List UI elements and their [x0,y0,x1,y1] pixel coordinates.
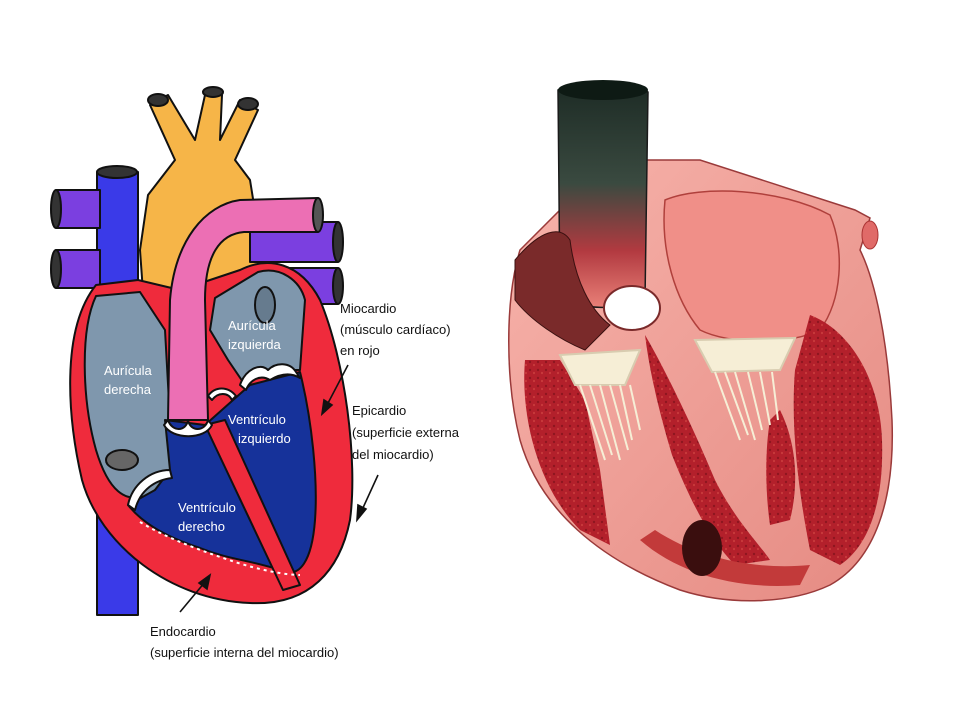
model-valve-right [693,336,797,441]
heart-model-photo [508,80,894,602]
heart-schematic [50,86,354,616]
pulm-vein-opening-1 [50,189,62,229]
arrowhead-epicardio [356,503,368,523]
model-papillary-muscle [766,410,796,525]
label-miocardio: Miocardio (músculo cardíaco) en rojo [340,301,454,358]
coronary-sinus [105,449,139,471]
model-vessel-stub [861,220,879,250]
arrow-epicardio [361,474,379,511]
model-right-ventricle-wall [524,360,610,545]
label-left-ventricle: Ventrículo izquierdo [228,412,291,446]
pulmonary-valve [163,419,213,438]
vena-cava-opening [96,165,138,179]
label-endocardio: Endocardio (superficie interna del mioca… [150,624,339,660]
pulmonary-artery-opening [312,197,324,233]
diagram-labels: Aurícula derecha Aurícula izquierda Vent… [104,301,463,660]
label-epicardio: Epicardio (superficie externa del miocar… [352,403,463,462]
label-right-ventricle: Ventrículo derecho [178,500,239,534]
model-valve-left [558,348,642,461]
model-apex [640,530,810,586]
model-opening [603,285,661,331]
mitral-valve [239,363,301,391]
aorta-opening-3 [237,97,259,111]
arrow-endocardio [179,581,206,613]
arrow-miocardio [326,364,349,406]
arrowhead-miocardio [320,398,334,417]
model-septum [645,335,770,565]
aorta-opening-1 [147,93,169,107]
septum [204,419,301,591]
label-left-atrium: Aurícula izquierda [228,318,282,352]
aortic-valve [207,387,237,401]
arrowhead-endocardio [197,573,212,591]
model-left-ventricle-wall [793,315,883,565]
left-atrium-opening [254,286,276,324]
model-aorta-opening [558,80,648,100]
aorta-opening-2 [202,86,224,98]
pulm-vein-opening-2 [50,249,62,289]
model-cavity [682,520,722,576]
pulm-vein-opening-3 [332,221,344,263]
tricuspid-valve [127,469,173,511]
pulm-vein-opening-4 [332,267,344,305]
model-right-atrium [514,231,611,351]
pulmonary-vein-left-upper [55,189,101,229]
pulmonary-vein-left-lower [55,249,101,289]
endocardium-edge [139,521,301,576]
label-right-atrium: Aurícula derecha [104,363,155,397]
